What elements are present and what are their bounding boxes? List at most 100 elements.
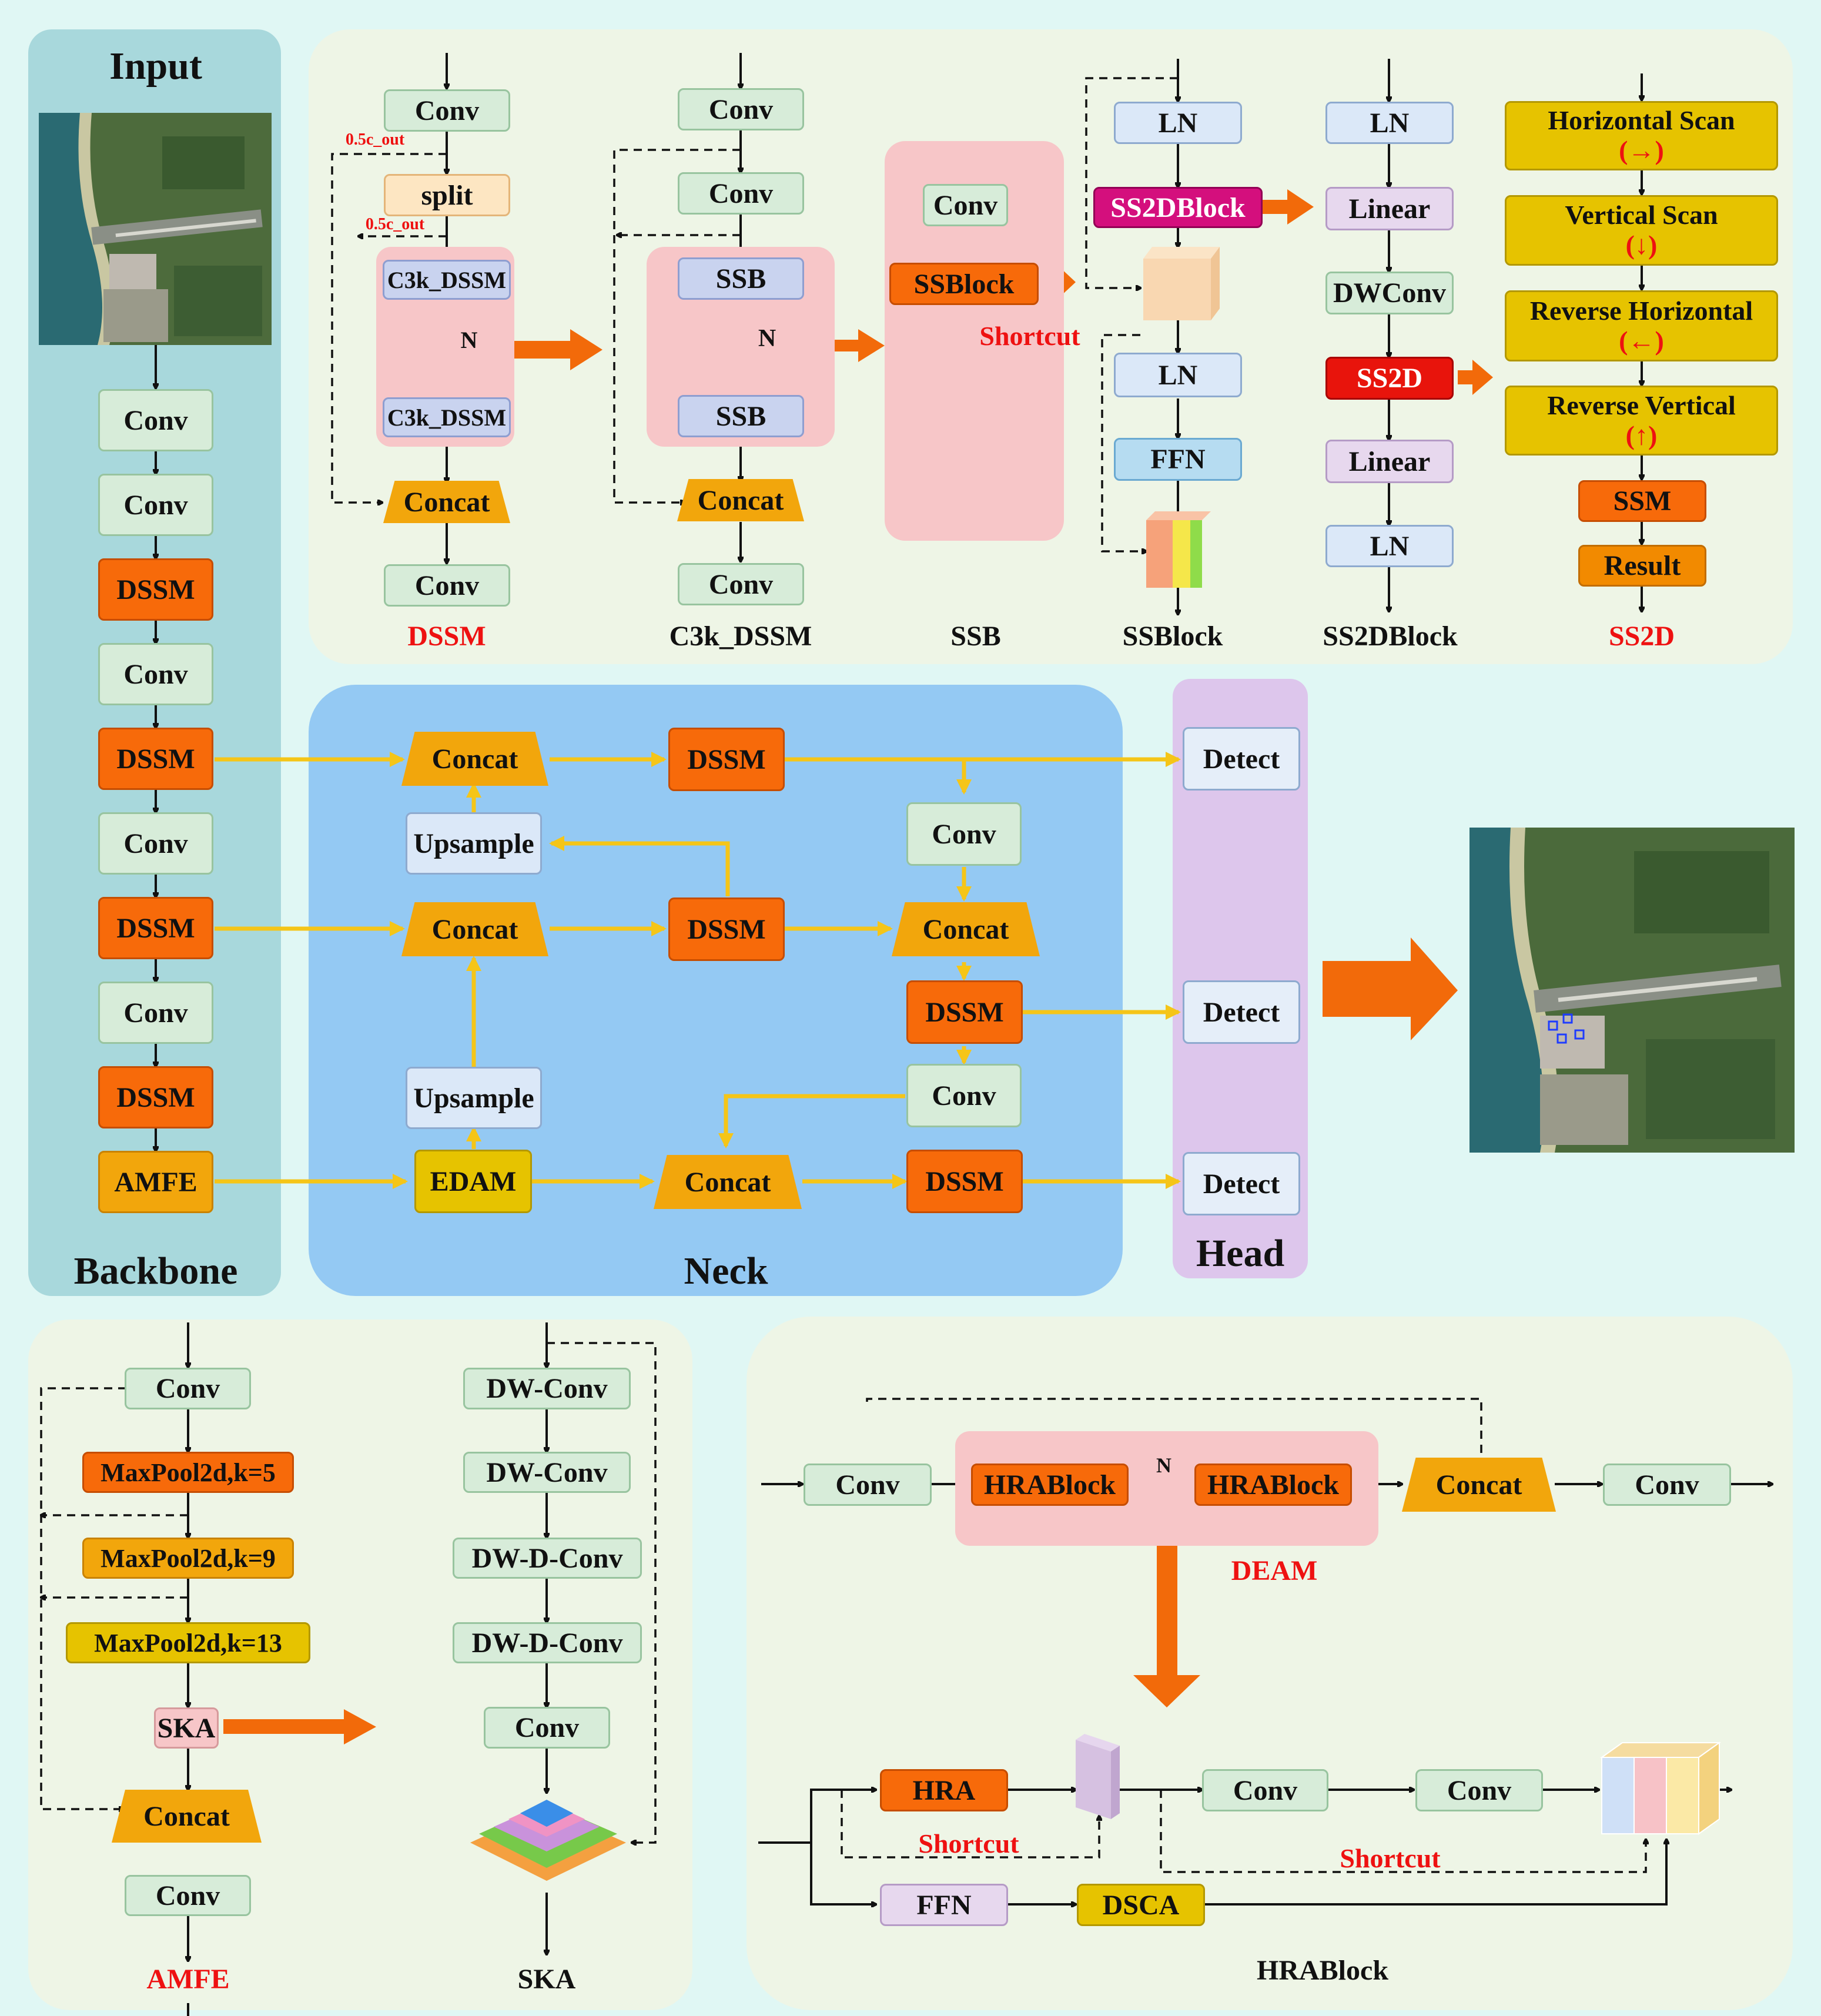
- ssb-ssblock: SSBlock: [889, 263, 1039, 305]
- deam-conv-1: Conv: [804, 1464, 932, 1506]
- c3k-ssb-2: SSB: [678, 395, 804, 437]
- deam-hrablock-1: HRABlock: [971, 1464, 1129, 1506]
- head-detect-1: Detect: [1183, 727, 1300, 791]
- ss2dblock-linear-1: Linear: [1325, 187, 1454, 230]
- ss2d-vertical-scan: Vertical Scan (↓): [1505, 195, 1778, 266]
- hra-shortcut-1: Shortcut: [918, 1829, 1019, 1858]
- backbone-conv-3: Conv: [98, 643, 213, 705]
- ska-dwconv-1: DW-Conv: [463, 1368, 631, 1409]
- ssblock-ln-2: LN: [1114, 353, 1242, 397]
- vertical-scan-label: Vertical Scan: [1565, 200, 1718, 230]
- neck-concat-2: Concat: [401, 902, 548, 956]
- amfe-conv-bottom: Conv: [125, 1875, 251, 1916]
- ss2d-reverse-horizontal: Reverse Horizontal (←): [1505, 290, 1778, 361]
- c3k-conv-top: Conv: [678, 88, 804, 130]
- ssb-caption: SSB: [950, 621, 1001, 652]
- deam-concat: Concat: [1402, 1458, 1556, 1512]
- hra-conv-2: Conv: [1415, 1769, 1543, 1811]
- ssb-conv: Conv: [923, 184, 1008, 226]
- ss2dblock-caption: SS2DBlock: [1323, 621, 1458, 652]
- c3k-concat: Concat: [677, 479, 804, 521]
- down-arrow-icon: (↓): [1625, 230, 1658, 260]
- ss2d-result: Result: [1578, 545, 1706, 587]
- amfe-caption: AMFE: [146, 1964, 230, 1995]
- ska-dwdconv-2: DW-D-Conv: [453, 1622, 642, 1663]
- deam-n: N: [1156, 1454, 1171, 1477]
- backbone-amfe: AMFE: [98, 1151, 213, 1213]
- backbone-conv-5: Conv: [98, 982, 213, 1044]
- neck-title: Neck: [684, 1250, 768, 1292]
- ss2dblock-linear-2: Linear: [1325, 440, 1454, 483]
- ss2dblock-dwconv: DWConv: [1325, 272, 1454, 314]
- neck-concat-3: Concat: [892, 902, 1040, 956]
- backbone-dssm-4: DSSM: [98, 1066, 213, 1128]
- hra-ffn: FFN: [880, 1884, 1008, 1926]
- neck-concat-1: Concat: [401, 732, 548, 786]
- neck-dssm-1: DSSM: [668, 728, 785, 791]
- deam-hrablock-2: HRABlock: [1194, 1464, 1352, 1506]
- ss2d-reverse-vertical: Reverse Vertical (↑): [1505, 386, 1778, 456]
- left-arrow-icon: (←): [1619, 325, 1664, 356]
- deam-conv-2: Conv: [1603, 1464, 1731, 1506]
- neck-dssm-4: DSSM: [906, 1150, 1023, 1213]
- neck-edam: EDAM: [414, 1150, 532, 1213]
- dssm-conv-bottom: Conv: [384, 564, 510, 607]
- neck-conv-2: Conv: [906, 1064, 1022, 1127]
- ss2d-caption: SS2D: [1608, 621, 1675, 652]
- backbone-conv-1: Conv: [98, 389, 213, 451]
- neck-dssm-3: DSSM: [906, 980, 1023, 1044]
- c3k-conv-bottom: Conv: [678, 563, 804, 605]
- amfe-maxpool-13: MaxPool2d,k=13: [66, 1622, 310, 1663]
- hra-dsca: DSCA: [1077, 1884, 1205, 1926]
- dssm-concat: Concat: [383, 481, 510, 523]
- ska-conv: Conv: [484, 1707, 610, 1749]
- ssb-shortcut-label: Shortcut: [979, 321, 1080, 351]
- right-arrow-icon: (→): [1619, 135, 1664, 165]
- backbone-dssm-3: DSSM: [98, 897, 213, 959]
- backbone-dssm-1: DSSM: [98, 558, 213, 621]
- head-detect-2: Detect: [1183, 980, 1300, 1044]
- hra-hra: HRA: [880, 1769, 1008, 1811]
- amfe-concat: Concat: [112, 1790, 262, 1843]
- input-title: Input: [109, 45, 202, 88]
- hra-caption: HRABlock: [1256, 1955, 1389, 1986]
- reverse-horizontal-label: Reverse Horizontal: [1529, 295, 1753, 326]
- backbone-conv-2: Conv: [98, 474, 213, 536]
- dssm-half-out-2: 0.5c_out: [365, 215, 425, 233]
- neck-dssm-2: DSSM: [668, 898, 785, 961]
- hra-shortcut-2: Shortcut: [1340, 1843, 1441, 1873]
- ska-caption: SKA: [517, 1964, 576, 1995]
- up-arrow-icon: (↑): [1625, 420, 1658, 450]
- ss2dblock-ln-top: LN: [1325, 102, 1454, 144]
- backbone-conv-4: Conv: [98, 812, 213, 875]
- dssm-half-out-1: 0.5c_out: [345, 130, 405, 149]
- input-satellite-image: [39, 113, 272, 345]
- ska-dwconv-2: DW-Conv: [463, 1452, 631, 1493]
- backbone-title: Backbone: [73, 1250, 238, 1292]
- dssm-split: split: [384, 174, 510, 216]
- amfe-maxpool-5: MaxPool2d,k=5: [82, 1452, 294, 1493]
- ss2d-ssm: SSM: [1578, 480, 1706, 522]
- ssblock-ss2dblock: SS2DBlock: [1093, 187, 1263, 228]
- ssblock-ln-1: LN: [1114, 102, 1242, 144]
- dssm-c3k-2: C3k_DSSM: [383, 397, 511, 437]
- ss2dblock-ln-bottom: LN: [1325, 525, 1454, 567]
- amfe-maxpool-9: MaxPool2d,k=9: [82, 1538, 294, 1579]
- neck-upsample-2: Upsample: [406, 1067, 542, 1129]
- neck-conv-1: Conv: [906, 802, 1022, 866]
- c3k-caption: C3k_DSSM: [669, 621, 812, 652]
- neck-concat-4: Concat: [654, 1155, 802, 1209]
- head-detect-3: Detect: [1183, 1152, 1300, 1215]
- ss2dblock-ss2d: SS2D: [1325, 357, 1454, 400]
- head-title: Head: [1196, 1232, 1285, 1275]
- dssm-conv-top: Conv: [384, 89, 510, 132]
- neck-upsample-1: Upsample: [406, 812, 542, 875]
- amfe-conv-top: Conv: [125, 1368, 251, 1409]
- ssblock-caption: SSBlock: [1122, 621, 1223, 652]
- dssm-c3k-1: C3k_DSSM: [383, 260, 511, 300]
- amfe-ska: SKA: [154, 1707, 219, 1749]
- deam-caption: DEAM: [1231, 1555, 1318, 1586]
- hra-conv-1: Conv: [1202, 1769, 1328, 1811]
- backbone-dssm-2: DSSM: [98, 728, 213, 790]
- c3k-n: N: [758, 325, 776, 352]
